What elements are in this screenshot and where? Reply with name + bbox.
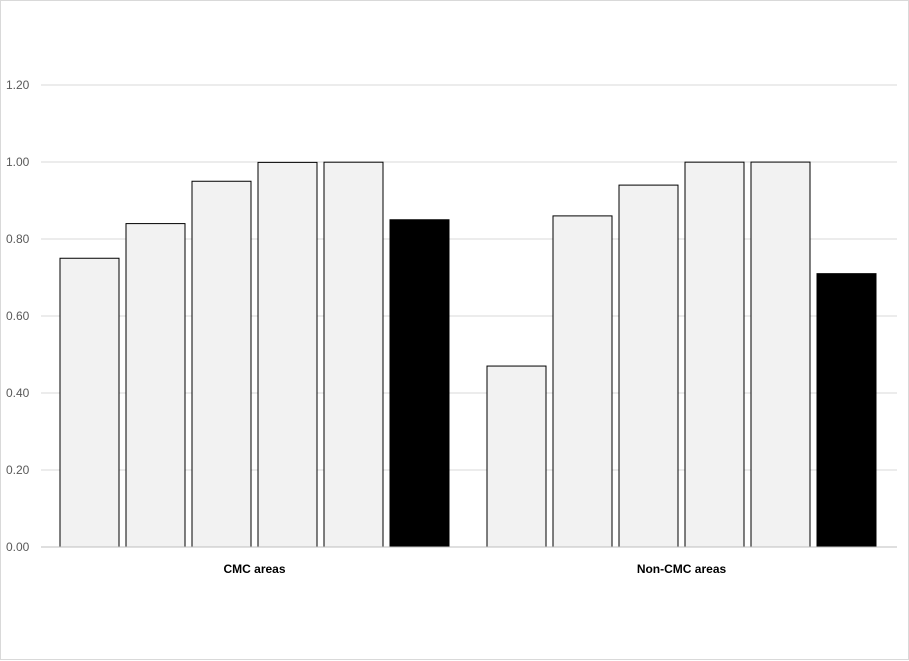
bar	[618, 184, 679, 548]
bar	[816, 273, 877, 548]
category-label: CMC areas	[223, 562, 285, 576]
bar	[486, 365, 547, 548]
category-label: Non-CMC areas	[637, 562, 727, 576]
bar	[125, 223, 186, 548]
y-tick-label: 1.20	[6, 78, 30, 92]
y-tick-label: 1.00	[6, 155, 30, 169]
y-tick-label: 0.60	[6, 309, 30, 323]
bar	[59, 257, 120, 548]
bar	[323, 161, 384, 548]
y-tick-label: 0.80	[6, 232, 30, 246]
bar	[750, 161, 811, 548]
bar-layer: Booth-based vaccination ; 0.75'P' houses…	[59, 161, 877, 548]
y-tick-label: 0.00	[6, 540, 30, 554]
bar	[191, 180, 252, 548]
bar	[389, 219, 450, 548]
y-tick-label: 0.40	[6, 386, 30, 400]
bar	[552, 215, 613, 548]
bar	[257, 161, 318, 548]
bar	[684, 161, 745, 548]
y-tick-label: 0.20	[6, 463, 30, 477]
